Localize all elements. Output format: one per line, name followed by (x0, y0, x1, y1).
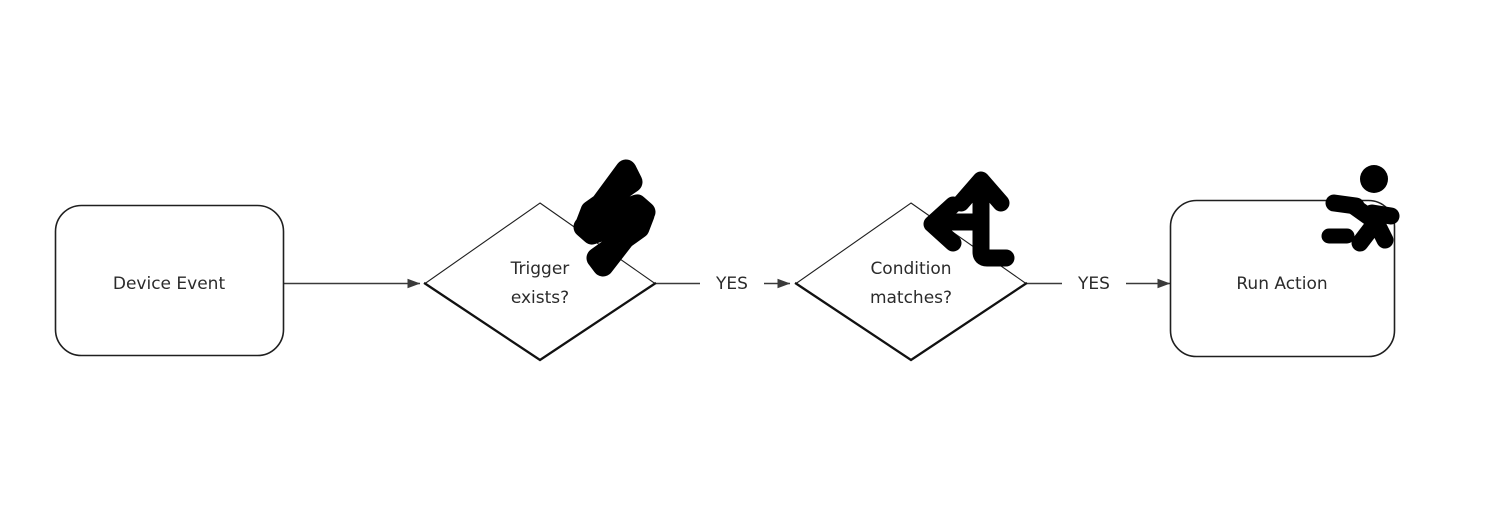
node-condition-matches[interactable]: Condition matches? (794, 171, 1028, 362)
node-run-action[interactable]: Run Action (1169, 165, 1400, 358)
branch-arrows-icon (923, 171, 1015, 267)
diamond-lower-edges (794, 281, 1028, 362)
node-label-condition-line2: matches? (870, 288, 952, 308)
lightning-bolt-icon (573, 159, 656, 277)
node-label-device-event: Device Event (113, 274, 226, 294)
edge-trigger-to-condition: YES (656, 274, 791, 294)
node-label-run-action: Run Action (1236, 274, 1327, 294)
node-label-trigger-line1: Trigger (510, 259, 570, 279)
node-trigger-exists[interactable]: Trigger exists? (423, 159, 657, 362)
node-label-condition-line1: Condition (870, 259, 951, 279)
node-device-event[interactable]: Device Event (54, 204, 285, 357)
node-label-trigger-line2: exists? (511, 288, 569, 308)
runner-head (1360, 165, 1388, 193)
running-person-icon (1321, 165, 1400, 252)
diamond-shape (795, 202, 1027, 361)
edge-label-yes-1: YES (715, 274, 748, 294)
diamond-lower-edges (423, 281, 657, 362)
edge-label-yes-2: YES (1077, 274, 1110, 294)
rounded-rectangle-shape (54, 204, 285, 357)
edge-condition-to-action: YES (1027, 274, 1171, 294)
